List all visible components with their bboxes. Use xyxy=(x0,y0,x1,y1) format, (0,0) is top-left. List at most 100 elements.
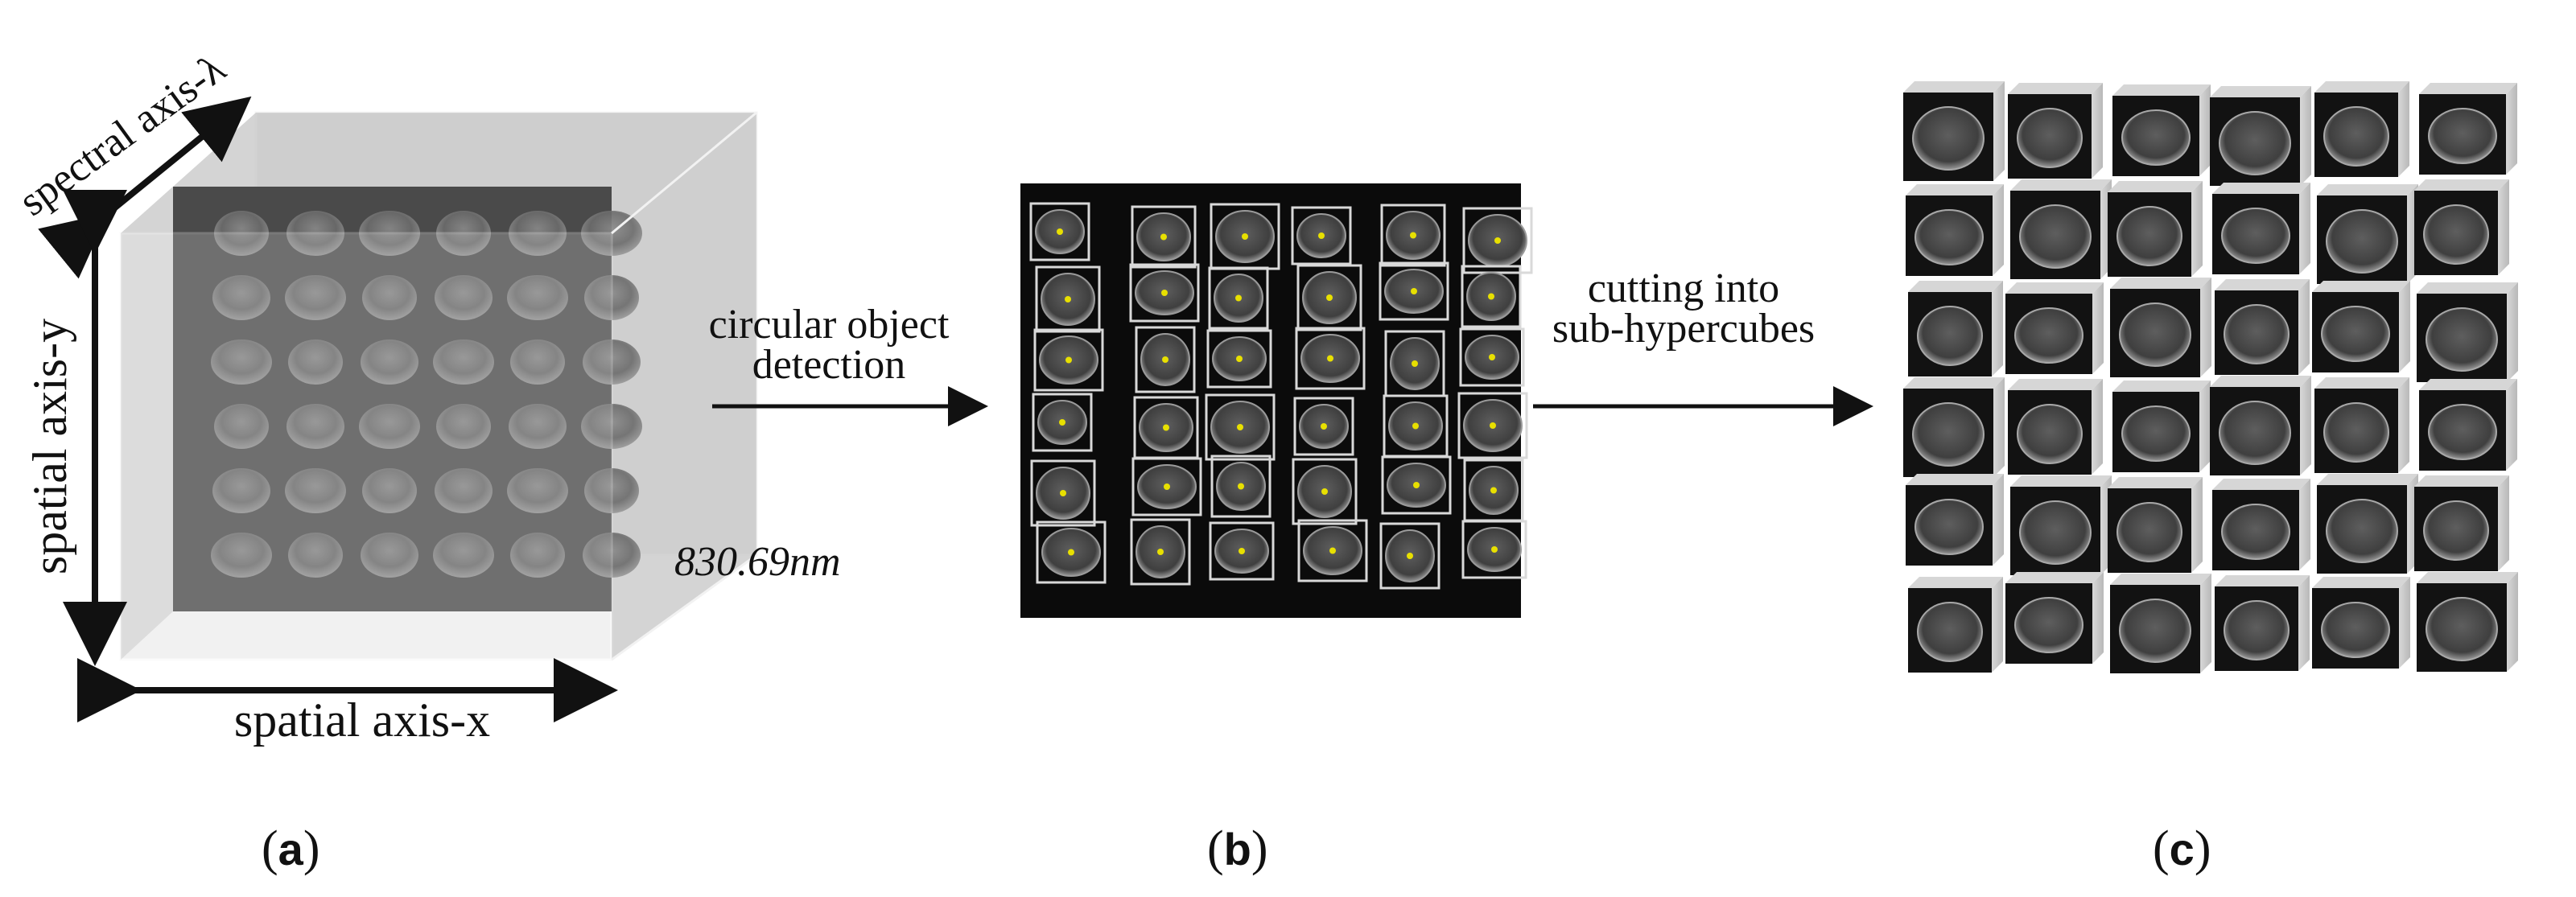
sub-hypercube-tile xyxy=(2005,572,2104,664)
sub-hypercube-tile xyxy=(2210,86,2311,186)
detection-cell xyxy=(1129,263,1200,323)
detection-cell xyxy=(1210,203,1280,270)
sample-disc xyxy=(361,339,418,385)
sample-disc xyxy=(359,211,420,256)
detection-cell xyxy=(1135,326,1196,393)
sample-disc xyxy=(433,533,494,578)
detection-cell xyxy=(1133,396,1199,459)
sample-disc xyxy=(211,533,272,578)
sub-hypercube-tile xyxy=(2112,84,2211,176)
sample-disc xyxy=(581,404,642,449)
sub-hypercube-tile xyxy=(2414,475,2509,571)
spatial-y-axis-label: spatial axis-y xyxy=(23,319,76,574)
detection-cell xyxy=(1130,518,1191,586)
detection-cell xyxy=(1297,519,1368,582)
sample-disc xyxy=(361,533,418,578)
panel-c-sub-hypercubes xyxy=(1903,81,2518,673)
sub-hypercube-tile xyxy=(2010,475,2112,575)
sub-hypercube-tile xyxy=(1906,184,2004,276)
detection-cell xyxy=(1379,261,1449,321)
spatial-x-axis-label: spatial axis-x xyxy=(234,693,490,747)
sample-disc xyxy=(433,339,494,385)
sample-disc xyxy=(288,533,343,578)
sub-hypercube-tile xyxy=(2417,572,2518,672)
sample-disc xyxy=(211,339,272,385)
sample-disc xyxy=(507,468,568,513)
sub-hypercube-tile xyxy=(2210,376,2311,475)
caption-a: (a) xyxy=(262,821,320,876)
sub-hypercube-tile xyxy=(2419,83,2517,175)
sub-hypercube-tile xyxy=(1908,281,2003,376)
detection-cell xyxy=(1293,397,1354,456)
sub-hypercube-tile xyxy=(2414,179,2509,275)
sample-disc xyxy=(435,275,493,320)
arrow-2-line-1: cutting into xyxy=(1588,265,1779,311)
sub-hypercube-tile xyxy=(2010,179,2112,279)
detection-cell xyxy=(1291,206,1352,265)
detection-cell xyxy=(1461,265,1522,328)
cube-right-face xyxy=(612,113,756,660)
detection-cell xyxy=(1457,392,1528,459)
sub-hypercube-tile xyxy=(2005,282,2104,374)
sub-hypercube-tile xyxy=(1903,81,2005,181)
sample-disc xyxy=(214,404,269,449)
detection-cell xyxy=(1205,393,1276,461)
arrow-1-line-2: detection xyxy=(752,342,906,388)
sub-hypercube-tile xyxy=(2110,278,2211,377)
sub-hypercube-tile xyxy=(2110,574,2211,673)
sub-hypercube-tile xyxy=(2215,279,2310,375)
sample-disc xyxy=(584,275,639,320)
detection-cell xyxy=(1380,204,1446,267)
sub-hypercube-tile xyxy=(2317,184,2418,284)
detection-cell xyxy=(1292,458,1358,525)
arrow-1-line-1: circular object xyxy=(709,302,950,348)
sample-disc xyxy=(583,339,641,385)
sub-hypercube-tile xyxy=(2108,477,2203,573)
sub-hypercube-tile xyxy=(1908,577,2003,673)
sub-hypercube-tile xyxy=(2212,183,2310,274)
detection-cell xyxy=(1029,202,1090,261)
detection-cell xyxy=(1131,205,1197,269)
wavelength-label: 830.69nm xyxy=(674,539,841,585)
sample-disc xyxy=(212,275,270,320)
arrow-2-line-2: sub-hypercubes xyxy=(1552,306,1815,352)
detection-cell xyxy=(1379,522,1440,590)
detection-cell xyxy=(1032,393,1093,452)
detection-grid xyxy=(1029,202,1533,590)
cube-left-face xyxy=(121,187,173,660)
detection-cell xyxy=(1035,265,1101,333)
detection-cell xyxy=(1296,264,1362,331)
sub-hypercube-tile xyxy=(2314,377,2409,473)
sample-disc xyxy=(288,339,343,385)
detection-cell xyxy=(1459,327,1525,387)
detection-cell xyxy=(1295,327,1366,390)
detection-cell xyxy=(1206,329,1272,389)
detection-cell xyxy=(1033,328,1104,392)
sub-hypercube-tile xyxy=(2312,281,2410,372)
sample-disc xyxy=(510,533,565,578)
sample-disc xyxy=(362,275,417,320)
sample-disc xyxy=(285,275,346,320)
detection-cell xyxy=(1210,455,1272,518)
detection-cell xyxy=(1381,455,1452,515)
detection-cell xyxy=(1209,521,1275,581)
sample-disc xyxy=(362,468,417,513)
sample-disc xyxy=(286,211,344,256)
detection-cell xyxy=(1030,459,1096,527)
sub-hypercube-tile xyxy=(2008,83,2103,179)
sub-hypercube-tile xyxy=(1906,474,2004,566)
sample-disc xyxy=(285,468,346,513)
panel-a-hypercube: spectral axis-λ spatial axis-y spatial a… xyxy=(11,46,841,747)
sub-hypercube-tile xyxy=(2212,479,2310,570)
sub-hypercube-tile xyxy=(2108,181,2203,277)
sample-disc xyxy=(436,404,491,449)
sub-hypercube-tile xyxy=(2215,575,2310,671)
detection-cell xyxy=(1131,457,1202,516)
detection-cell xyxy=(1461,520,1527,579)
sub-hypercube-tile xyxy=(2008,379,2103,475)
caption-c: (c) xyxy=(2153,821,2211,876)
sample-disc xyxy=(212,468,270,513)
detection-cell xyxy=(1208,266,1269,330)
sample-disc xyxy=(509,404,567,449)
sub-hypercube-tile xyxy=(2312,577,2410,669)
